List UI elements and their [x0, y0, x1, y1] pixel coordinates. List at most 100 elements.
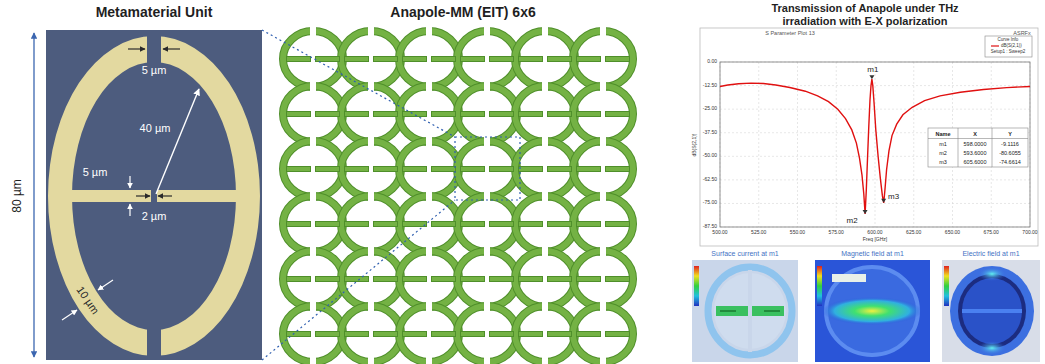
- ring-bar: [576, 56, 601, 62]
- ring-bar: [606, 332, 629, 336]
- ring-bar: [460, 331, 485, 337]
- dimension: 80 µm: [11, 179, 24, 213]
- ring-bar: [402, 276, 427, 282]
- ring-outline: [573, 31, 633, 87]
- ring-bar: [489, 331, 514, 337]
- ring-bar: [490, 222, 513, 226]
- ring-gap: [426, 82, 432, 92]
- ring-bar: [403, 112, 426, 116]
- grid-line: [913, 62, 914, 227]
- grid-line: [875, 62, 876, 227]
- ring-outline: [515, 196, 575, 252]
- ring-outline: [573, 141, 633, 197]
- ring-bar: [286, 276, 311, 282]
- ring-gap: [484, 137, 490, 147]
- ring-body: [399, 251, 459, 307]
- ring-outline: [457, 251, 517, 307]
- ring-gap: [368, 192, 374, 202]
- panel-title: Transmission of Anapole under THz irradi…: [715, 2, 1015, 27]
- ring-bar: [576, 221, 601, 227]
- ring-bar: [518, 221, 543, 227]
- grid-line: [797, 62, 798, 227]
- ring-gap: [368, 82, 374, 92]
- tick-label: -75.00: [703, 201, 717, 207]
- plot-frame: [700, 28, 1038, 246]
- table-cell: 598.0000: [964, 140, 987, 146]
- ring-gap: [310, 301, 316, 311]
- ring-bar: [605, 166, 630, 172]
- image-caption: Electric field at m1: [942, 250, 1040, 258]
- ring-body: [283, 86, 343, 142]
- ring-bar: [519, 57, 542, 61]
- ring-outline: [515, 31, 575, 87]
- ring-gap: [600, 82, 606, 92]
- ring-body: [515, 31, 575, 87]
- ring-gap: [542, 247, 548, 257]
- tick-label: 600.00: [867, 230, 882, 236]
- ring-body: [573, 251, 633, 307]
- ring-bar: [316, 332, 339, 336]
- ring-body: [515, 251, 575, 307]
- ring-bar: [432, 57, 455, 61]
- ring-body: [573, 86, 633, 142]
- ring-outline: [399, 86, 459, 142]
- ring-outline: [283, 86, 343, 142]
- ring-gap: [368, 26, 374, 36]
- ring-bar: [403, 167, 426, 171]
- plot-grid: [720, 62, 1030, 227]
- ring-gap: [542, 301, 548, 311]
- ring-body: [515, 306, 575, 362]
- ring-bar: [287, 332, 310, 336]
- ring-body: [341, 306, 401, 362]
- ring-gap: [426, 137, 432, 147]
- table-cell: 593.6000: [964, 149, 987, 155]
- magnetic-field-map: [815, 260, 930, 362]
- electric-field-map: [942, 260, 1040, 362]
- ring-gap: [368, 302, 374, 312]
- ring-outline: [457, 86, 517, 142]
- ring-bar: [605, 221, 630, 227]
- ring-gap: [368, 191, 374, 201]
- ring-gap: [484, 81, 490, 91]
- ring-gap: [426, 357, 432, 364]
- ring-bar: [286, 56, 311, 62]
- ring-bar: [577, 167, 600, 171]
- tick-label: 525.00: [751, 230, 766, 236]
- dimension: 5 µm: [83, 166, 108, 178]
- ring-bar: [460, 111, 485, 117]
- table-cell: -80.6055: [999, 149, 1021, 155]
- ring-bar: [461, 167, 484, 171]
- dimension: 40 µm: [140, 122, 171, 134]
- ring-bar: [402, 331, 427, 337]
- ring-bar: [432, 112, 455, 116]
- ring-gap: [426, 302, 432, 312]
- ring-outline: [573, 251, 633, 307]
- ring-bar: [373, 221, 398, 227]
- legend-note: Setup1 : Sweep2: [991, 50, 1025, 55]
- ring-outline: [515, 86, 575, 142]
- ring-body: [515, 141, 575, 197]
- ring-body: [283, 141, 343, 197]
- ring-gap: [600, 137, 606, 147]
- panel-title: Metamaterial Unit: [46, 4, 262, 20]
- transmission-curve: [720, 46, 1030, 214]
- ring-bar: [518, 56, 543, 62]
- ring-bar: [490, 167, 513, 171]
- ring-bar: [432, 222, 455, 226]
- table-cell: Y: [1008, 130, 1012, 136]
- ring-bar: [286, 221, 311, 227]
- ring-bar: [577, 112, 600, 116]
- ring-bar: [548, 277, 571, 281]
- dimension: 5 µm: [142, 64, 167, 76]
- ring-bar: [344, 111, 369, 117]
- ring-body: [341, 196, 401, 252]
- ring-bar: [402, 221, 427, 227]
- ring-gap: [542, 137, 548, 147]
- ring-outline: [341, 306, 401, 362]
- ring-bar: [576, 111, 601, 117]
- ring-body: [341, 251, 401, 307]
- ring-body: [457, 31, 517, 87]
- image-caption: Surface current at m1: [692, 250, 798, 258]
- ring-bar: [402, 166, 427, 172]
- ring-bar: [490, 57, 513, 61]
